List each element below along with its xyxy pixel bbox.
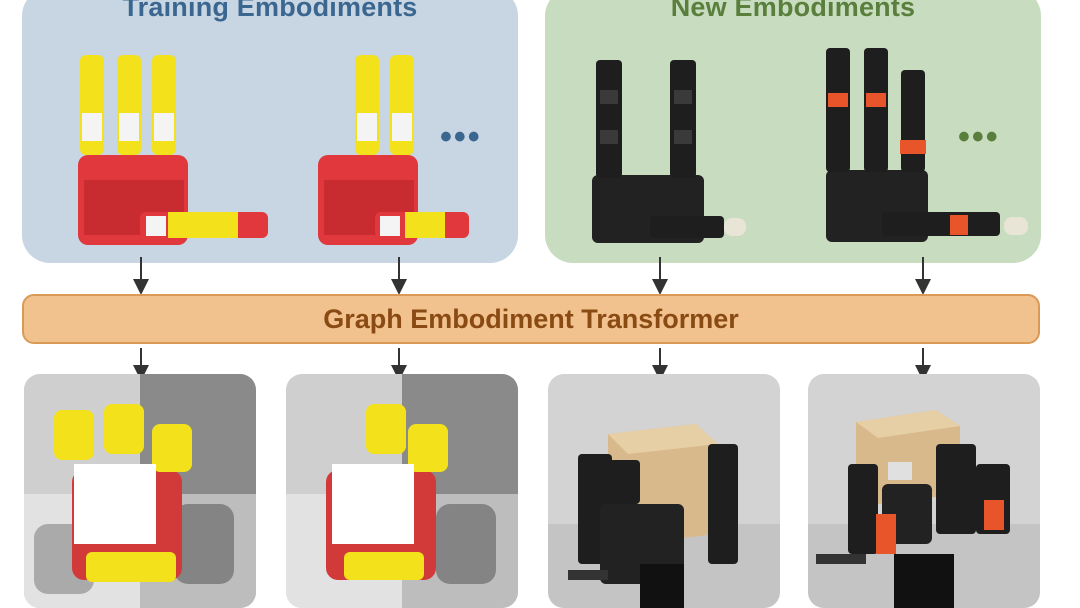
sim-result-image-2 (286, 374, 518, 608)
real-result-image-1 (548, 374, 780, 608)
training-embodiments-title: Training Embodiments (122, 0, 418, 22)
sim-hand-four-finger (78, 55, 268, 245)
graph-embodiment-transformer-block: Graph Embodiment Transformer (22, 294, 1040, 344)
sim-result-image-1 (24, 374, 256, 608)
real-result-image-2 (808, 374, 1040, 608)
real-hand-orange-accent (826, 48, 1028, 242)
new-more-ellipsis: ••• (958, 118, 1000, 156)
training-more-ellipsis: ••• (440, 118, 482, 156)
real-hand-dark (592, 60, 746, 243)
sim-hand-three-finger (318, 55, 469, 245)
new-embodiments-title: New Embodiments (670, 0, 916, 22)
